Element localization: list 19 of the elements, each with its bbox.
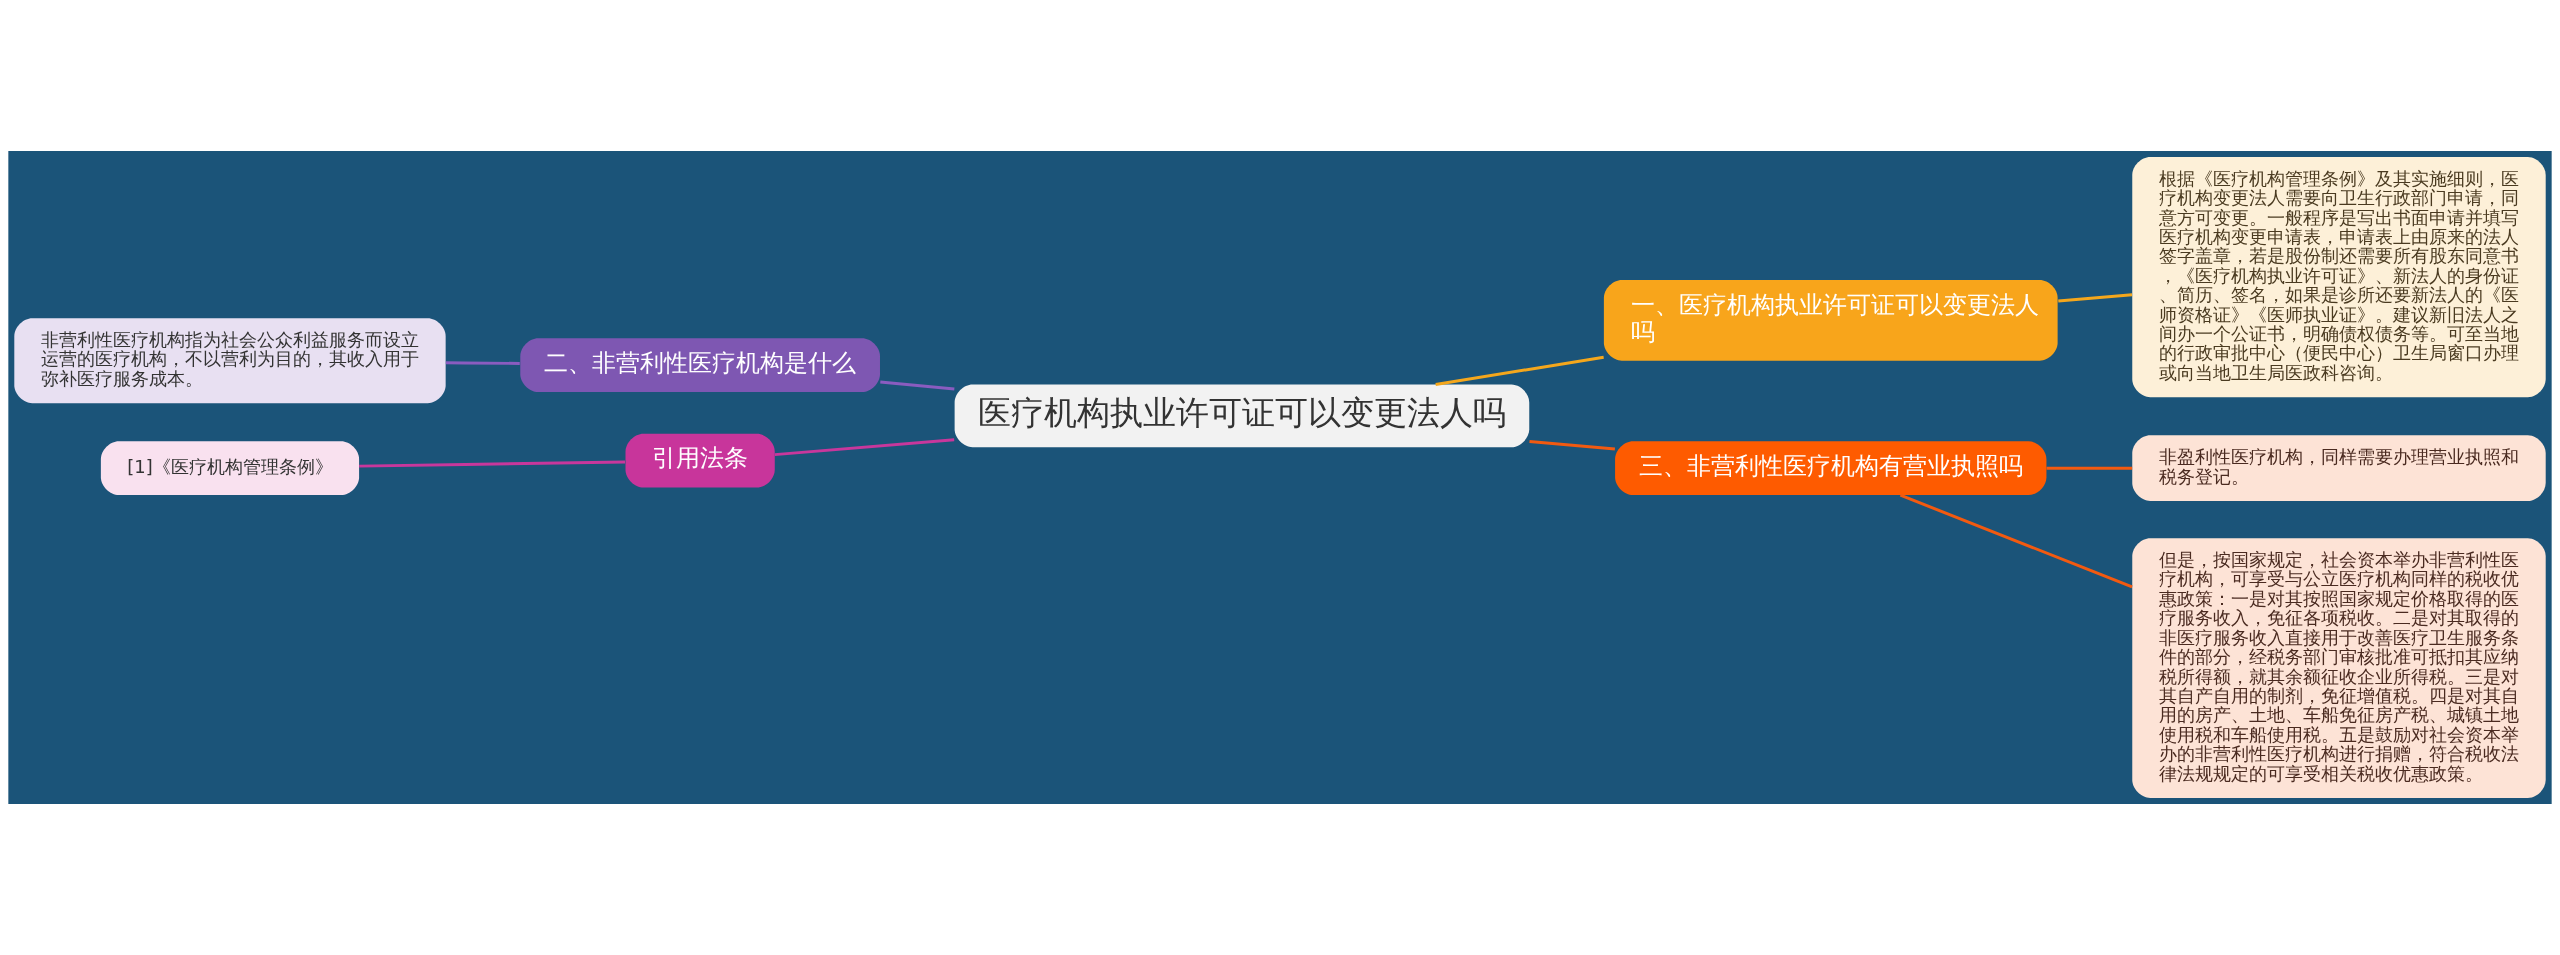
connector bbox=[880, 380, 955, 391]
connector bbox=[1435, 355, 1604, 387]
node-box: 一、医疗机构执业许可证可以变更法人吗 bbox=[1603, 280, 2058, 361]
connector bbox=[445, 361, 520, 365]
node-box: 引用法条 bbox=[625, 433, 775, 488]
connector bbox=[2058, 293, 2133, 303]
node-box: 二、非营利性医疗机构是什么 bbox=[520, 338, 880, 393]
node-box: 三、非营利性医疗机构有营业执照吗 bbox=[1615, 441, 2047, 496]
connector bbox=[359, 460, 626, 468]
connector bbox=[2046, 466, 2133, 470]
connector bbox=[1899, 493, 2133, 589]
node-box: 非盈利性医疗机构，同样需要办理营业执照和税务登记。 bbox=[2132, 435, 2546, 501]
node-box: 但是，按国家规定，社会资本举办非营利性医疗机构，可享受与公立医疗机构同样的税收优惠政策：一是对其按照国家规定价格取得的医疗服务收入，免征各项税收。二是对其取得的非医疗服务收入直接用于改善医疗卫生服务条件的部分，经税务部门审核批准可抵扣其应纳税所得额，就其余额征收企业所得税。三是对其自产自用的制剂，免征增值税。四是对其自用的房产、土地、车船免征房产税、城镇土地使用税和车船使用税。五是鼓励对社会资本举办的非营利性医疗机构进行捐赠，符合税收法律法规规定的可享受相关税收优惠政策。 bbox=[2132, 538, 2546, 799]
node-box: 非营利性医疗机构指为社会公众利益服务而设立运营的医疗机构，不以营利为目的，其收入用于弥补医疗服务成本。 bbox=[14, 318, 446, 404]
node-box: 医疗机构执业许可证可以变更法人吗 bbox=[954, 384, 1530, 448]
connector bbox=[774, 438, 955, 457]
connector bbox=[1529, 439, 1616, 451]
node-box: [1]《医疗机构管理条例》 bbox=[100, 441, 360, 496]
node-box: 根据《医疗机构管理条例》及其实施细则，医疗机构变更法人需要向卫生行政部门申请，同意方可变更。一般程序是写出书面申请并填写医疗机构变更申请表，申请表上由原来的法人签字盖章，若是股份制还需要所有股东同意书，《医疗机构执业许可证》、新法人的身份证、简历、签名，如果是诊所还要新法人的《医师资格证》《医师执业证》。建议新旧法人之间办一个公证书，明确债权债务等。可至当地的行政审批中心（便民中心）卫生局窗口办理或向当地卫生局医政科咨询。 bbox=[2132, 156, 2546, 398]
